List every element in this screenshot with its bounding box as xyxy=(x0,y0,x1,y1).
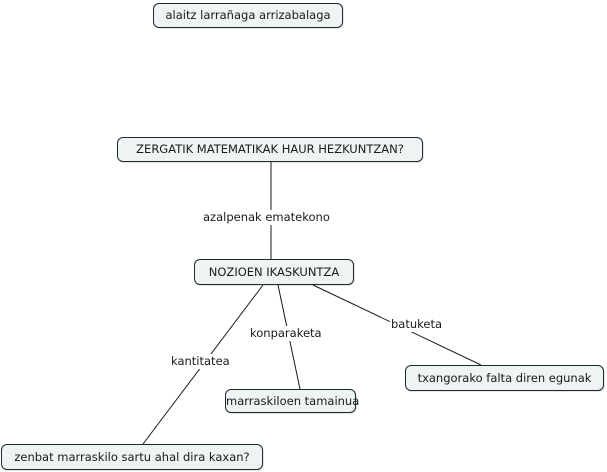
link-label-comparison: konparaketa xyxy=(249,326,323,341)
author-node[interactable]: alaitz larrañaga arrizabalaga xyxy=(153,3,343,28)
root-concept-node[interactable]: ZERGATIK MATEMATIKAK HAUR HEZKUNTZAN? xyxy=(117,137,423,162)
size-concept-node[interactable]: marraskiloen tamainua xyxy=(225,389,359,413)
quantity-concept-node[interactable]: zenbat marraskilo sartu ahal dira kaxan? xyxy=(1,444,263,470)
center-concept-node[interactable]: NOZIOEN IKASKUNTZA xyxy=(194,259,354,285)
sum-concept-node[interactable]: txangorako falta diren egunak xyxy=(405,365,604,391)
link-label-explanation: azalpenak ematekono xyxy=(202,210,331,225)
link-label-quantity: kantitatea xyxy=(170,354,231,369)
link-label-addition: batuketa xyxy=(390,317,444,332)
